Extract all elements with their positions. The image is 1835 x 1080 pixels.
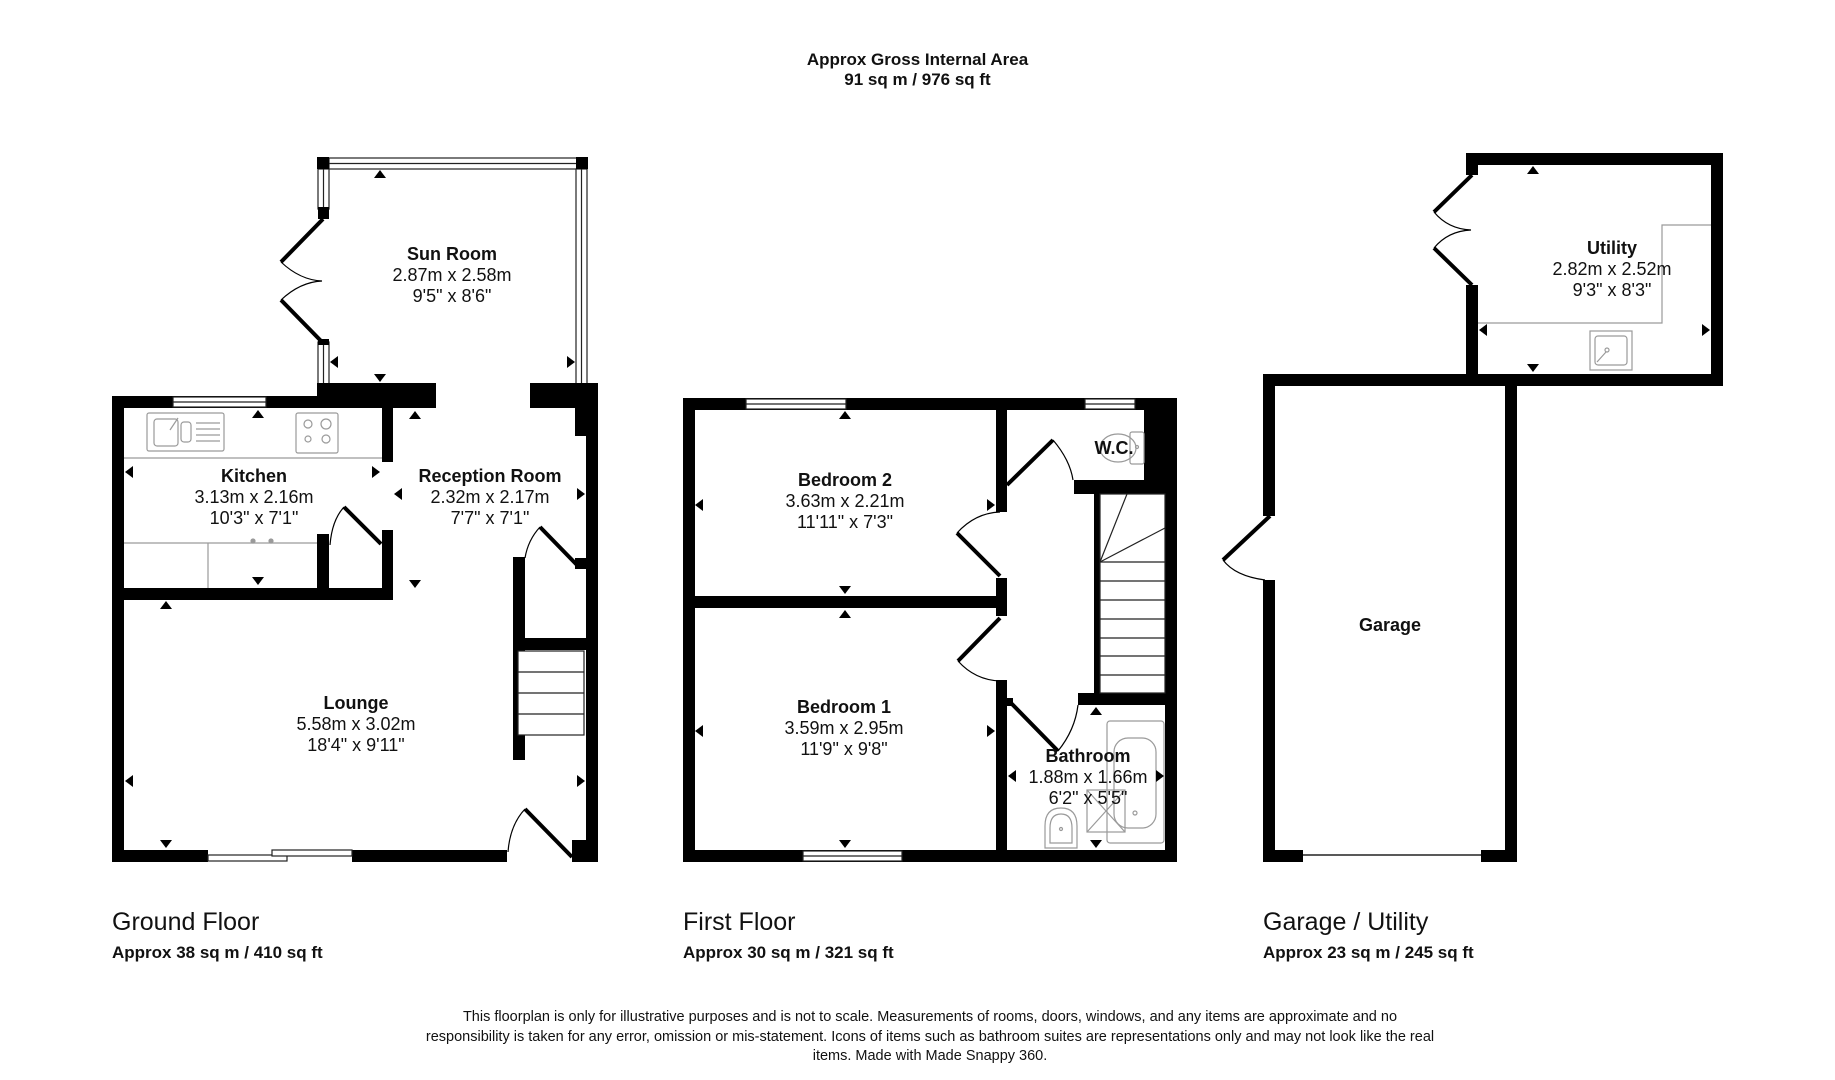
floor-area: Approx 38 sq m / 410 sq ft	[112, 943, 323, 962]
first-floor-doors	[955, 438, 1079, 753]
cooker-knob-icon	[250, 538, 256, 544]
floor-caption-first: First Floor Approx 30 sq m / 321 sq ft	[683, 908, 894, 963]
ground-floor-stairs	[517, 650, 585, 736]
garage-utility-walls	[1263, 153, 1723, 862]
kitchen-cupboard-door	[329, 505, 383, 546]
front-door	[507, 807, 574, 859]
hob-icon	[295, 412, 339, 454]
garage-side-door	[1221, 514, 1272, 581]
lounge-sliding-door	[207, 849, 353, 862]
room-label-wc: W.C.	[1094, 438, 1134, 458]
utility-french-door	[1432, 173, 1474, 287]
first-floor-windows	[745, 398, 1136, 862]
first-floor-plan	[683, 398, 1177, 862]
floor-area: Approx 30 sq m / 321 sq ft	[683, 943, 894, 962]
room-label-reception-room: Reception Room 2.32m x 2.17m 7'7" x 7'1"	[418, 466, 562, 528]
sink-icon	[146, 412, 225, 452]
toilet-icon	[1099, 431, 1145, 465]
shower-tray-icon	[1086, 789, 1126, 833]
bathroom-fixtures	[1044, 431, 1165, 849]
floor-title: Ground Floor	[112, 908, 260, 936]
dimension-arrows	[125, 170, 585, 848]
disclaimer-text: This floorplan is only for illustrative …	[425, 1009, 1435, 1064]
gross-area-title: Approx Gross Internal Area	[806, 50, 1029, 69]
gross-area-header: Approx Gross Internal Area 91 sq m / 976…	[0, 50, 1835, 90]
room-label-garage: Garage	[1358, 615, 1422, 635]
gross-area-total: 91 sq m / 976 sq ft	[844, 70, 991, 89]
kitchen-fixtures	[124, 412, 382, 588]
understairs-cupboard-door	[524, 525, 579, 567]
first-floor-stairs	[1099, 493, 1166, 694]
sun-room-french-door	[279, 217, 325, 345]
ground-floor-plan	[112, 157, 598, 862]
cooker-knob-icon	[268, 538, 274, 544]
garage-utility-plan	[1221, 153, 1723, 862]
utility-dimension-arrows	[1479, 166, 1710, 372]
wash-basin-icon	[1044, 807, 1078, 849]
floor-title: Garage / Utility	[1263, 908, 1429, 936]
utility-fixtures	[1478, 224, 1711, 371]
room-label-bedroom-1: Bedroom 1 3.59m x 2.95m 11'9" x 9'8"	[784, 697, 904, 759]
room-label-bedroom-2: Bedroom 2 3.63m x 2.21m 11'11" x 7'3"	[785, 470, 905, 532]
bath-icon	[1106, 720, 1165, 844]
utility-sink-icon	[1589, 330, 1633, 371]
floor-caption-ground: Ground Floor Approx 38 sq m / 410 sq ft	[112, 908, 323, 963]
kitchen-window	[172, 396, 267, 408]
first-floor-dimension-arrows	[695, 411, 1164, 848]
room-label-bathroom: Bathroom 1.88m x 1.66m 6'2" x 5'5"	[1028, 746, 1148, 808]
room-label-kitchen: Kitchen 3.13m x 2.16m 10'3" x 7'1"	[194, 466, 314, 528]
floor-caption-garage-utility: Garage / Utility Approx 23 sq m / 245 sq…	[1263, 908, 1474, 963]
room-label-sun-room: Sun Room 2.87m x 2.58m 9'5" x 8'6"	[392, 244, 512, 306]
floor-title: First Floor	[683, 908, 796, 936]
room-label-lounge: Lounge 5.58m x 3.02m 18'4" x 9'11"	[296, 693, 416, 755]
ground-floor-walls	[112, 383, 598, 862]
floor-area: Approx 23 sq m / 245 sq ft	[1263, 943, 1474, 962]
room-label-utility: Utility 2.82m x 2.52m 9'3" x 8'3"	[1552, 238, 1672, 300]
